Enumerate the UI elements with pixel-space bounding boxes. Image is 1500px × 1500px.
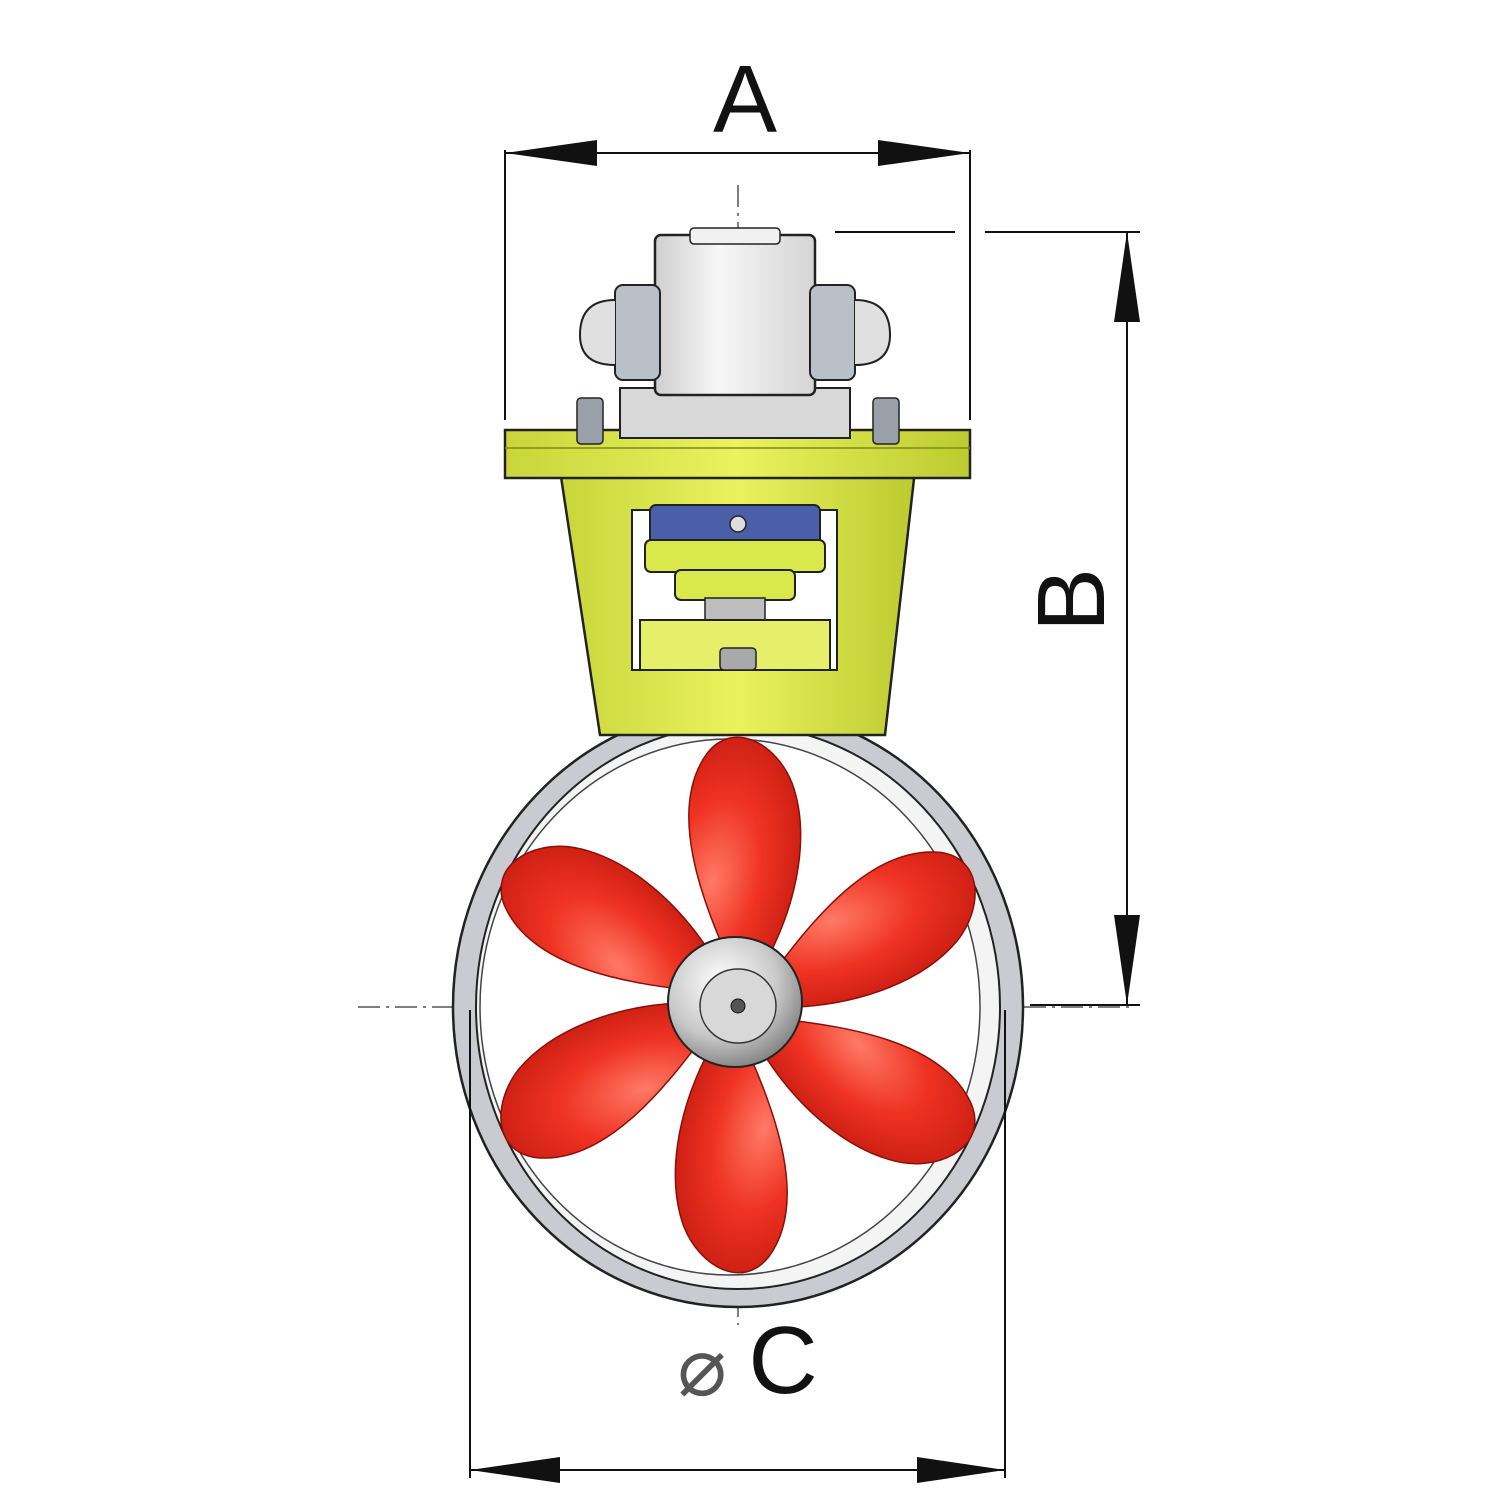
dimension-c	[469, 1010, 1006, 1483]
dimension-b	[835, 231, 1140, 1006]
mounting-bracket	[558, 468, 917, 737]
dimension-a-label: A	[713, 46, 777, 153]
dimension-c-label: C	[748, 1307, 817, 1414]
motor-unit	[578, 227, 892, 439]
propeller	[500, 736, 976, 1274]
propeller-hub	[667, 936, 803, 1068]
diameter-symbol: ⌀	[677, 1320, 726, 1415]
flange-plate	[503, 397, 972, 480]
dimension-a	[504, 140, 971, 420]
dimension-b-label: B	[1018, 568, 1125, 632]
